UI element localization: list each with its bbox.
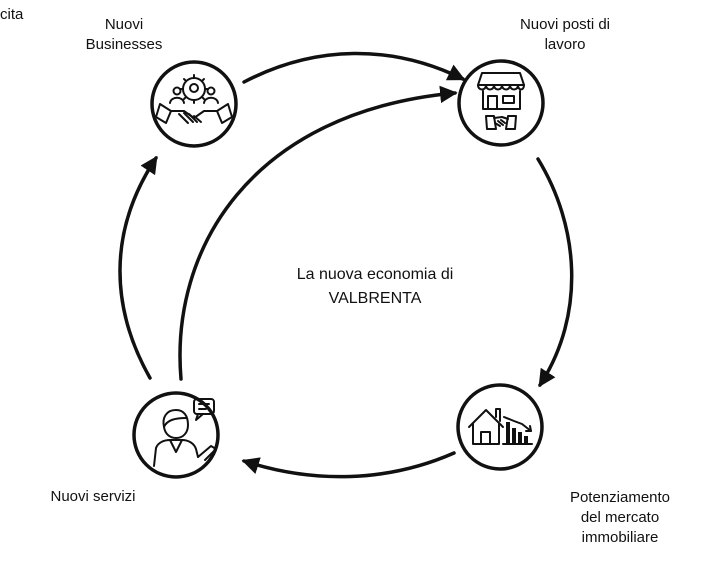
node-label-real-estate: Potenziamento del mercato immobiliare: [554, 488, 686, 548]
node-label-real-estate-line-1: Potenziamento: [569, 489, 671, 506]
node-services-circle: [132, 391, 220, 479]
center-label-line-1: La nuova economia di: [296, 266, 454, 283]
node-label-jobs: Nuovi posti di lavoro: [505, 15, 625, 55]
handshake-gear-team-icon: [155, 74, 233, 124]
arrow-services-to-jobs-inner: [178, 85, 458, 381]
node-label-jobs-line-1: Nuovi posti di: [519, 16, 611, 33]
node-label-businesses: Nuovi Businesses: [64, 15, 184, 55]
shop-handshake-icon: [477, 72, 525, 130]
center-label: La nuova economia di VALBRENTA: [205, 263, 545, 311]
node-label-real-estate-line-2: del mercato: [580, 509, 660, 526]
arrow-jobs-to-real-estate: [536, 157, 574, 388]
node-label-businesses-line-1: Nuovi: [104, 16, 144, 33]
arrow-services-to-businesses: [118, 155, 158, 380]
house-chart-icon: [468, 408, 533, 445]
cutoff-top-left-text: cita: [0, 6, 24, 23]
node-label-services-line-1: Nuovi servizi: [50, 488, 136, 505]
node-label-jobs-line-2: lavoro: [544, 36, 586, 53]
arrow-real-estate-to-services: [241, 451, 456, 479]
node-label-services: Nuovi servizi: [24, 487, 162, 507]
arrow-businesses-to-jobs: [242, 51, 466, 84]
service-person-chat-icon: [153, 398, 217, 467]
node-label-businesses-line-2: Businesses: [85, 36, 163, 53]
node-label-real-estate-line-3: immobiliare: [581, 529, 659, 546]
center-label-line-2: VALBRENTA: [328, 290, 422, 307]
